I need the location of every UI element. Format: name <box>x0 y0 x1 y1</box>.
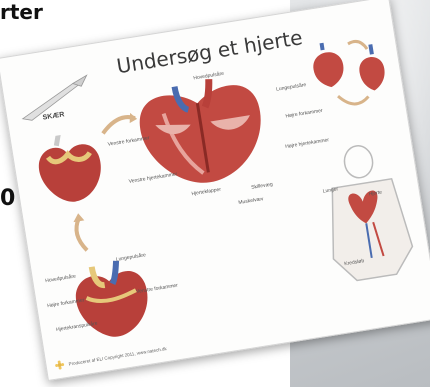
arrow-up-icon <box>63 211 99 255</box>
circulation-diagram <box>299 28 400 121</box>
label-8: Skillevæg <box>251 182 273 191</box>
heart-illustration-left <box>25 128 113 209</box>
label-9: Muskelvæv <box>238 197 264 206</box>
body-outline <box>306 136 427 290</box>
label-2: Lungepulsåre <box>276 83 307 93</box>
partial-heading-text: rter <box>0 0 43 24</box>
flower-logo-icon <box>54 359 65 370</box>
poster-footer: Produceret af ELI Copyright 2011, www.na… <box>68 346 167 366</box>
poster-title: Undersøg et hjerte <box>109 24 310 79</box>
partial-side-text: 0 <box>0 186 15 211</box>
